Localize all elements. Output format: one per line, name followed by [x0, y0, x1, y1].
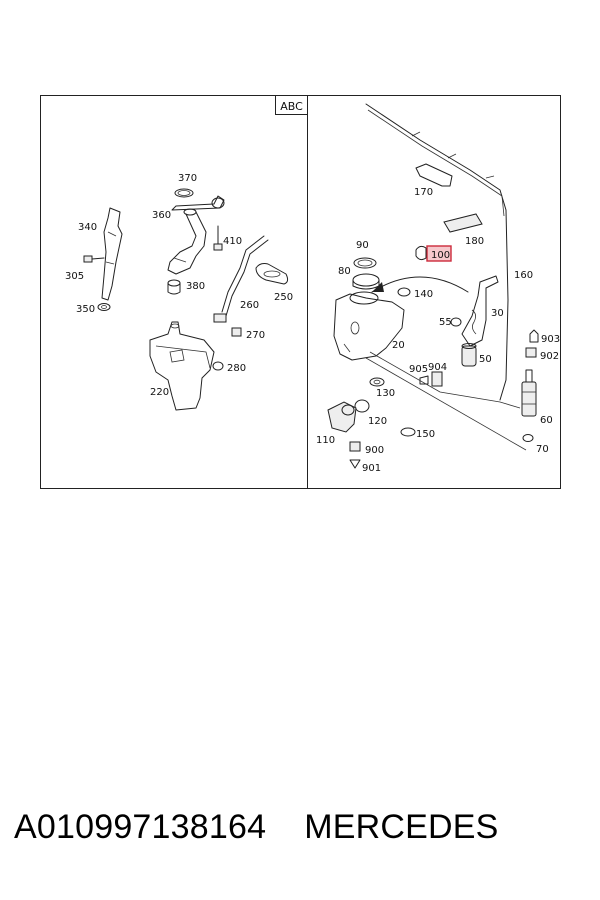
section-tag-label: ABC [280, 100, 303, 113]
part-901-bolt [349, 459, 361, 469]
callout-905: 905 [409, 364, 428, 375]
part-260-hose [213, 235, 269, 323]
callout-150: 150 [416, 429, 435, 440]
part-270-clip [231, 327, 242, 337]
callout-20: 20 [392, 340, 405, 351]
callout-220: 220 [150, 387, 169, 398]
callout-80: 80 [338, 266, 351, 277]
callout-901: 901 [362, 463, 381, 474]
hose-line [369, 351, 521, 409]
part-280-grommet [212, 361, 224, 371]
part-60-pump [521, 369, 537, 417]
callout-90: 90 [356, 240, 369, 251]
part-55-washer [450, 317, 462, 327]
part-380-grommet [167, 279, 181, 295]
callout-902: 902 [540, 351, 559, 362]
part-80-cap [352, 273, 380, 290]
callout-360: 360 [152, 210, 171, 221]
part-305-bolt [83, 255, 105, 263]
callout-60: 60 [540, 415, 553, 426]
part-30-bracket [461, 275, 499, 347]
part-410-screw [213, 225, 223, 251]
part-20-reservoir [333, 291, 405, 361]
callout-270: 270 [246, 330, 265, 341]
callout-160: 160 [514, 270, 533, 281]
part-900-connector [349, 441, 361, 452]
callout-305: 305 [65, 271, 84, 282]
callout-410: 410 [223, 236, 242, 247]
part-902-plug [525, 347, 537, 358]
callout-340: 340 [78, 222, 97, 233]
callout-labels: 370 360 340 305 350 410 380 260 250 270 … [65, 173, 560, 474]
part-number: A010997138164 [14, 808, 267, 846]
part-170-clip [415, 163, 453, 187]
callout-130: 130 [376, 388, 395, 399]
part-150-grommet [400, 427, 416, 437]
part-70-grommet [522, 434, 534, 442]
diagram-frame [40, 95, 561, 489]
part-250-cover [255, 263, 289, 285]
callout-350: 350 [76, 304, 95, 315]
part-180-pad [443, 213, 483, 233]
hose-line-2 [365, 357, 527, 451]
callout-120: 120 [368, 416, 387, 427]
caption: A010997138164 MERCEDES [14, 808, 594, 858]
callout-170: 170 [414, 187, 433, 198]
callout-55: 55 [439, 317, 452, 328]
parts-diagram: ABC [40, 95, 561, 489]
callout-260: 260 [240, 300, 259, 311]
part-90-seal [353, 257, 377, 269]
callout-280: 280 [227, 363, 246, 374]
callout-903: 903 [541, 334, 560, 345]
part-903-connector [529, 329, 539, 343]
callout-370: 370 [178, 173, 197, 184]
part-160-harness [365, 103, 509, 401]
callout-180: 180 [465, 236, 484, 247]
callout-50: 50 [479, 354, 492, 365]
callout-140: 140 [414, 289, 433, 300]
callout-250: 250 [274, 292, 293, 303]
callout-900: 900 [365, 445, 384, 456]
part-110-sensor [327, 401, 357, 433]
brand-name: MERCEDES [304, 808, 499, 846]
callout-30: 30 [491, 308, 504, 319]
callout-110: 110 [316, 435, 335, 446]
part-140-grommet [397, 287, 411, 297]
part-120-grommet [354, 399, 370, 413]
callout-380: 380 [186, 281, 205, 292]
part-100-highlighted [415, 245, 452, 262]
part-905-connector [419, 375, 429, 385]
part-904-connector [431, 371, 443, 387]
part-360-filler-neck [167, 195, 225, 275]
callout-100: 100 [431, 250, 450, 261]
section-tag: ABC [275, 95, 308, 115]
part-340-bracket [101, 207, 123, 301]
arrow-head [372, 282, 384, 292]
part-350-nut [97, 303, 111, 311]
part-130-grommet [369, 377, 385, 387]
callout-70: 70 [536, 444, 549, 455]
part-50-pump [461, 343, 477, 367]
part-370-seal [174, 188, 194, 198]
part-220-reservoir [149, 321, 215, 411]
callout-904: 904 [428, 362, 447, 373]
